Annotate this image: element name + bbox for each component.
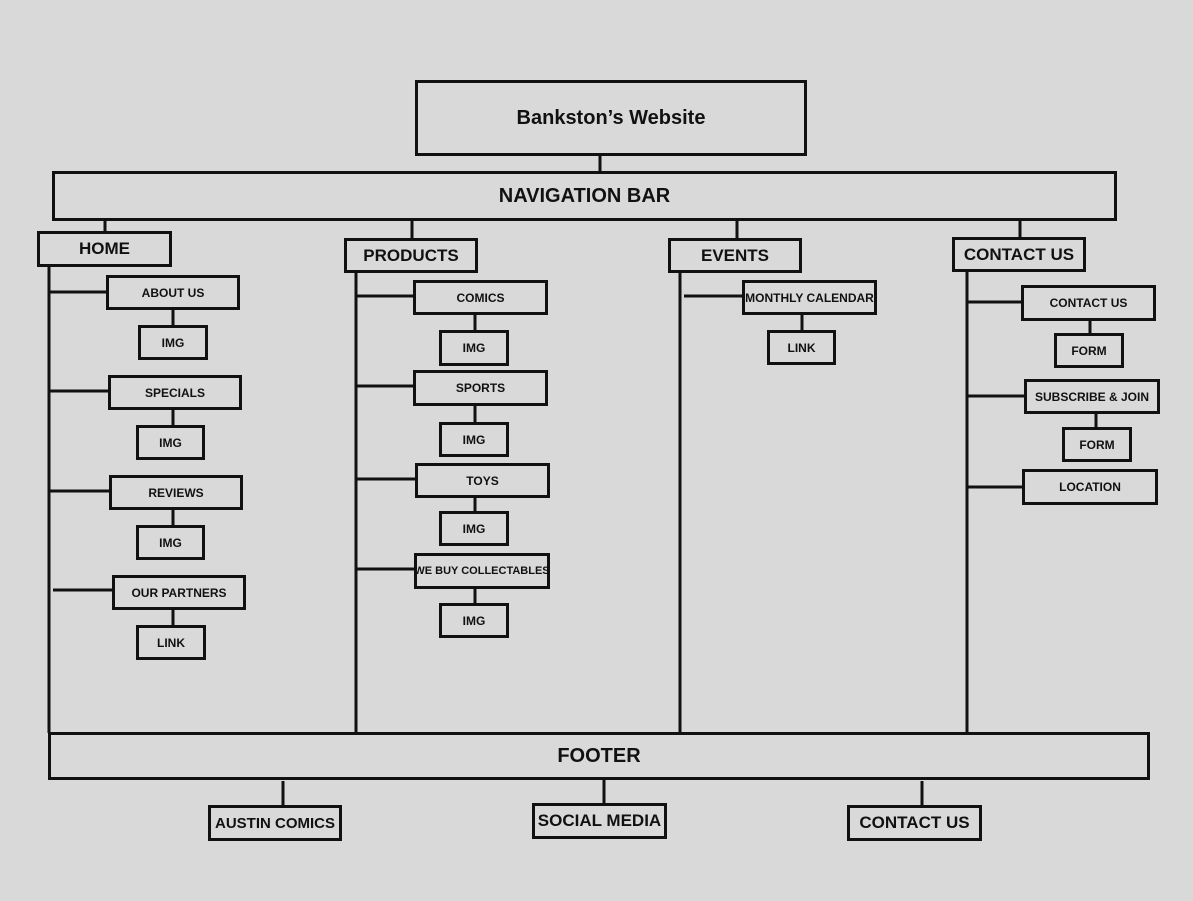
monthly-calendar-box: MONTHLY CALENDAR [742, 280, 877, 315]
specials-box: SPECIALS [108, 375, 242, 410]
sports-box: SPORTS [413, 370, 548, 406]
navigation-bar-box: NAVIGATION BAR [52, 171, 1117, 221]
reviews-img-box: IMG [136, 525, 205, 560]
subscribe-join-box: SUBSCRIBE & JOIN [1024, 379, 1160, 414]
comics-box: COMICS [413, 280, 548, 315]
footer-box: FOOTER [48, 732, 1150, 780]
location-box: LOCATION [1022, 469, 1158, 505]
toys-box: TOYS [415, 463, 550, 498]
footer-austin-comics-box: AUSTIN COMICS [208, 805, 342, 841]
products-box: PRODUCTS [344, 238, 478, 273]
sports-img-box: IMG [439, 422, 509, 457]
about-us-img-box: IMG [138, 325, 208, 360]
footer-social-media-box: SOCIAL MEDIA [532, 803, 667, 839]
home-box: HOME [37, 231, 172, 267]
our-partners-link-box: LINK [136, 625, 206, 660]
we-buy-collectables-img-box: IMG [439, 603, 509, 638]
contact-us-form-box: FORM [1054, 333, 1124, 368]
comics-img-box: IMG [439, 330, 509, 366]
site-title-box: Bankston’s Website [415, 80, 807, 156]
events-box: EVENTS [668, 238, 802, 273]
reviews-box: REVIEWS [109, 475, 243, 510]
we-buy-collectables-box: WE BUY COLLECTABLES [414, 553, 550, 589]
monthly-calendar-link-box: LINK [767, 330, 836, 365]
footer-contact-us-box: CONTACT US [847, 805, 982, 841]
about-us-box: ABOUT US [106, 275, 240, 310]
specials-img-box: IMG [136, 425, 205, 460]
contact-us-page-box: CONTACT US [1021, 285, 1156, 321]
our-partners-box: OUR PARTNERS [112, 575, 246, 610]
contact-us-box: CONTACT US [952, 237, 1086, 272]
toys-img-box: IMG [439, 511, 509, 546]
subscribe-join-form-box: FORM [1062, 427, 1132, 462]
